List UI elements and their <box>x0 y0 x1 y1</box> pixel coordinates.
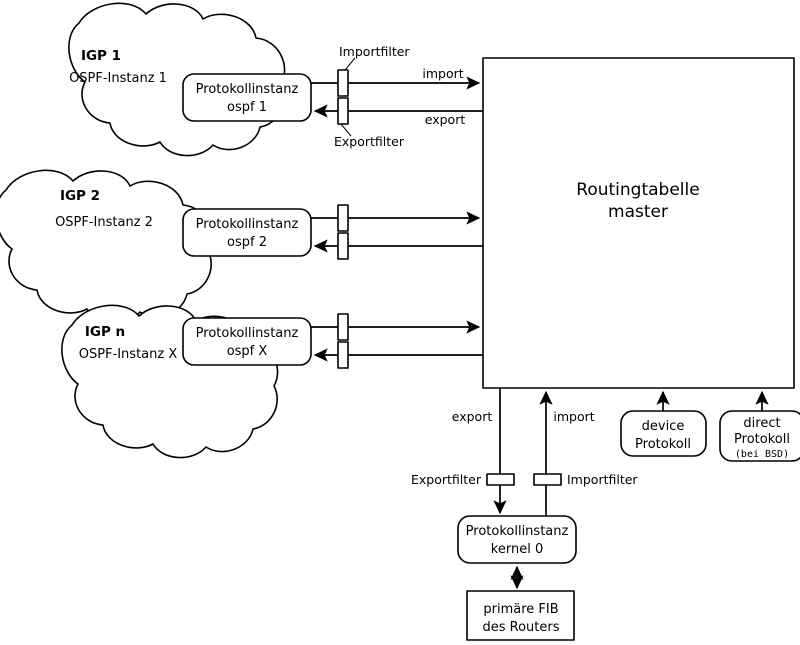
protocol-instance-ospf-1-line1: Protokollinstanz <box>196 82 299 97</box>
cloud-igp-2 <box>0 169 213 324</box>
edge-label-export-top: export <box>425 112 466 127</box>
routing-table-line2: master <box>608 202 668 222</box>
import-filter-block-kernel <box>533 473 562 486</box>
edge-label-import-top: import <box>422 66 463 81</box>
routing-table-master-box <box>482 57 795 389</box>
cloud-igp-2-title: IGP 2 <box>60 188 100 204</box>
cloud-igp-1-title: IGP 1 <box>81 48 121 64</box>
device-protokoll-line2: Protokoll <box>635 437 691 452</box>
protocol-instance-kernel-0-line2: kernel 0 <box>491 542 543 557</box>
cloud-igp-1-subtitle: OSPF-Instanz 1 <box>69 71 167 86</box>
filter-label-exportfilter-kernel: Exportfilter <box>411 472 482 487</box>
protocol-instance-kernel-0-box <box>457 515 577 564</box>
export-filter-block-ospf-1 <box>337 97 349 125</box>
primary-fib-line1: primäre FIB <box>483 602 558 617</box>
import-filter-block-ospf-x <box>337 313 349 341</box>
import-filter-block-ospf-1 <box>337 69 349 97</box>
filter-label-importfilter-top: Importfilter <box>339 44 410 59</box>
protocol-instance-ospf-2-line2: ospf 2 <box>227 235 267 250</box>
direct-protokoll-line2: Protokoll <box>734 432 790 447</box>
protocol-instance-ospf-2-line1: Protokollinstanz <box>196 217 299 232</box>
import-filter-leader-line <box>344 57 356 71</box>
routing-table-line1: Routingtabelle <box>576 180 699 200</box>
protocol-instance-kernel-0-line1: Protokollinstanz <box>466 524 569 539</box>
cloud-igp-2-subtitle: OSPF-Instanz 2 <box>55 215 153 230</box>
import-filter-block-ospf-2 <box>337 204 349 232</box>
cloud-igp-n-title: IGP n <box>85 324 125 340</box>
protocol-instance-ospf-2-box <box>182 208 312 257</box>
protocol-instance-ospf-x-line2: ospf X <box>227 344 268 359</box>
cloud-igp-n-subtitle: OSPF-Instanz X <box>79 347 178 362</box>
direct-protokoll-line3: (bei BSD) <box>735 449 789 460</box>
edge-label-export-kernel: export <box>452 409 493 424</box>
export-filter-block-kernel <box>486 473 515 486</box>
edge-label-import-kernel: import <box>553 409 594 424</box>
export-filter-block-ospf-x <box>337 341 349 369</box>
device-protokoll-line1: device <box>642 419 685 434</box>
filter-label-importfilter-kernel: Importfilter <box>567 472 638 487</box>
protocol-instance-ospf-1-line2: ospf 1 <box>227 100 267 115</box>
device-protokoll-box <box>620 410 707 457</box>
export-filter-leader-line <box>340 123 352 137</box>
direct-protokoll-line1: direct <box>743 416 780 431</box>
protocol-instance-ospf-x-line1: Protokollinstanz <box>196 326 299 341</box>
protocol-instance-ospf-1-box <box>182 73 312 122</box>
protocol-instance-ospf-x-box <box>182 317 312 366</box>
primary-fib-box <box>466 590 575 641</box>
direct-protokoll-box <box>719 410 800 462</box>
primary-fib-line2: des Routers <box>482 620 559 635</box>
export-filter-block-ospf-2 <box>337 232 349 260</box>
filter-label-exportfilter-top: Exportfilter <box>334 134 405 149</box>
